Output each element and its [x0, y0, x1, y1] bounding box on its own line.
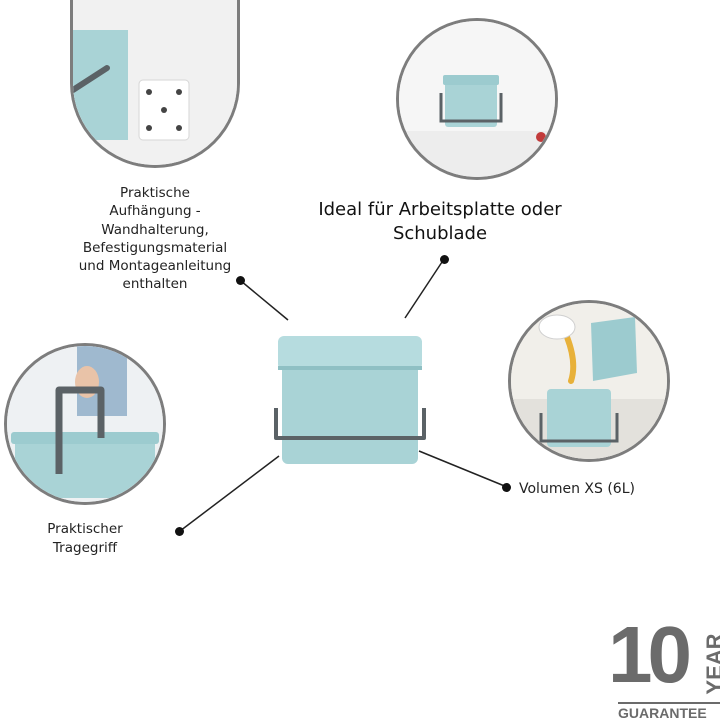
food-scrap — [536, 132, 546, 142]
bin-small — [445, 77, 497, 127]
badge-number: 10 — [608, 610, 692, 699]
wall-mount-label: Praktische Aufhängung - Wandhalterung, B… — [78, 185, 232, 293]
screw-hole — [176, 89, 182, 95]
connector-volume — [418, 450, 508, 488]
bin-handle — [73, 65, 110, 93]
dot-countertop — [440, 255, 449, 264]
bin-handle-main — [274, 408, 426, 440]
wall-mount-photo — [70, 0, 240, 168]
bin-small-handle — [439, 93, 503, 123]
product-bin — [274, 336, 426, 464]
handle-photo — [4, 343, 166, 505]
badge-word: GUARANTEE — [618, 705, 707, 721]
dot-volume — [502, 483, 511, 492]
screw-hole — [146, 125, 152, 131]
handle-label: Praktischer Tragegriff — [47, 521, 123, 556]
peel — [564, 334, 577, 384]
countertop-photo — [396, 18, 558, 180]
bin-open-lid — [591, 317, 637, 381]
countertop-label: Ideal für Arbeitsplatte oder Schublade — [318, 199, 562, 244]
bin-small-lid — [443, 75, 499, 85]
connector-handle — [179, 455, 280, 532]
volume-label: Volumen XS (6L) — [519, 481, 635, 497]
bin-open — [547, 389, 611, 447]
guarantee-badge: 10 YEAR GUARANTEE — [606, 612, 720, 725]
bin-large-lid — [11, 432, 159, 444]
badge-unit: YEAR — [702, 633, 720, 695]
screw-hole — [146, 89, 152, 95]
bin-open-handle — [539, 413, 619, 443]
bin-lid — [278, 336, 422, 370]
connector-countertop — [404, 258, 445, 319]
badge-divider — [618, 702, 720, 704]
connector-wall-mount — [240, 280, 289, 321]
dot-wall-mount — [236, 276, 245, 285]
bin-lid-edge — [278, 366, 422, 370]
volume-photo — [508, 300, 670, 462]
sleeve — [538, 314, 576, 340]
screw-hole — [161, 107, 167, 113]
screw-hole — [176, 125, 182, 131]
bin-large-handle — [55, 386, 105, 474]
dot-handle — [175, 527, 184, 536]
bin-body — [282, 354, 418, 464]
